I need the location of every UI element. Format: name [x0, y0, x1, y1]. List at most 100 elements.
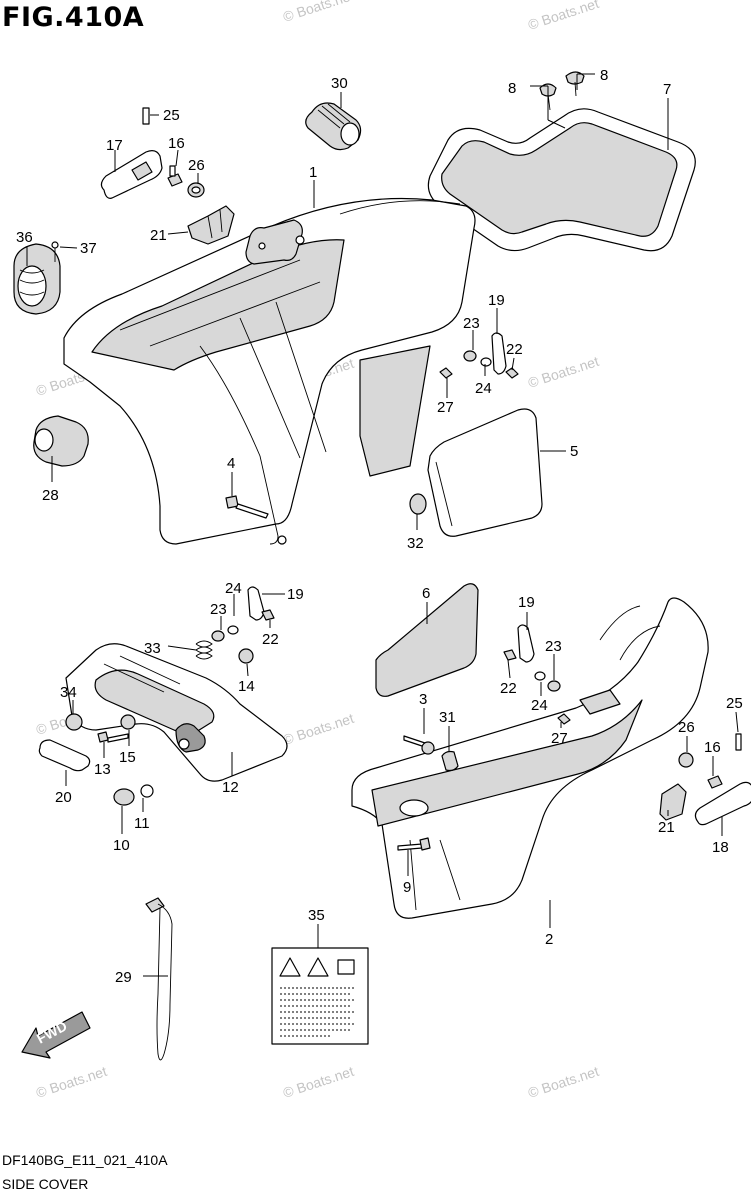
- part-3-31-fasteners: [403, 735, 459, 772]
- upper-latch-hardware: [439, 332, 519, 379]
- callout-19: 19: [518, 594, 535, 611]
- part-29-cable-tie: [145, 897, 173, 1061]
- callout-17: 17: [106, 137, 123, 154]
- callout-25: 25: [726, 695, 743, 712]
- callout-20: 20: [55, 789, 72, 806]
- callout-19: 19: [287, 586, 304, 603]
- part-13-15-fasteners: [97, 714, 136, 743]
- part-36-grommet: [13, 243, 61, 315]
- callout-27: 27: [437, 399, 454, 416]
- leader-lines: [26, 73, 739, 977]
- callout-19: 19: [488, 292, 505, 309]
- callout-36: 36: [16, 229, 33, 246]
- manual-book-icon: [337, 959, 355, 975]
- callout-33: 33: [144, 640, 161, 657]
- callout-7: 7: [663, 81, 671, 98]
- part-8-clips: [539, 71, 585, 111]
- part-17-lever: [100, 150, 163, 199]
- part-35-caution-label: [271, 947, 369, 1045]
- callout-5: 5: [570, 443, 578, 460]
- callout-12: 12: [222, 779, 239, 796]
- callout-30: 30: [331, 75, 348, 92]
- watermark: © Boats.net: [34, 1063, 109, 1101]
- callout-14: 14: [238, 678, 255, 695]
- watermark: © Boats.net: [526, 1063, 601, 1101]
- part-25-screw: [142, 107, 150, 125]
- callout-25: 25: [163, 107, 180, 124]
- watermark: © Boats.net: [281, 1063, 356, 1101]
- part-2-lower-side-cover: [351, 597, 709, 919]
- callout-21: 21: [150, 227, 167, 244]
- callout-15: 15: [119, 749, 136, 766]
- callout-21: 21: [658, 819, 675, 836]
- figure-title: FIG.410A: [2, 2, 145, 33]
- warning-triangle-icon: [279, 957, 301, 977]
- part-26-bushing: [187, 182, 205, 198]
- callout-32: 32: [407, 535, 424, 552]
- callout-28: 28: [42, 487, 59, 504]
- callout-31: 31: [439, 709, 456, 726]
- part-14-grommet: [238, 648, 254, 664]
- watermark: © Boats.net: [281, 0, 356, 25]
- diagram-code: DF140BG_E11_021_410A: [2, 1152, 168, 1168]
- callout-18: 18: [712, 839, 729, 856]
- part-10-11-grommets: [113, 784, 154, 806]
- part-7-seal: [427, 108, 696, 252]
- fwd-direction-arrow: FWD: [21, 1011, 91, 1059]
- callout-4: 4: [227, 455, 235, 472]
- callout-2: 2: [545, 931, 553, 948]
- callout-8: 8: [600, 67, 608, 84]
- part-28-grommet: [33, 415, 89, 467]
- callout-26: 26: [678, 719, 695, 736]
- part-1-upper-side-cover: [63, 197, 476, 545]
- watermark: © Boats.net: [281, 710, 356, 748]
- watermark: © Boats.net: [526, 353, 601, 391]
- part-34-plug: [65, 713, 83, 731]
- callout-22: 22: [506, 341, 523, 358]
- callout-22: 22: [500, 680, 517, 697]
- part-16-bolt: [167, 165, 183, 187]
- part-9-bolt: [397, 837, 431, 851]
- callout-35: 35: [308, 907, 325, 924]
- callout-24: 24: [225, 580, 242, 597]
- upper-left-latch-hardware: [211, 586, 275, 642]
- part-4-bolt: [225, 495, 269, 519]
- part-5-pad: [427, 408, 543, 537]
- callout-23: 23: [545, 638, 562, 655]
- callout-29: 29: [115, 969, 132, 986]
- callout-34: 34: [60, 684, 77, 701]
- part-12-lower-frame: [65, 643, 288, 782]
- part-30-grommet: [305, 102, 362, 151]
- callout-26: 26: [188, 157, 205, 174]
- callout-9: 9: [403, 879, 411, 896]
- callout-13: 13: [94, 761, 111, 778]
- part-21-bracket: [187, 205, 235, 245]
- callout-6: 6: [422, 585, 430, 602]
- callout-23: 23: [463, 315, 480, 332]
- callout-16: 16: [704, 739, 721, 756]
- callout-1: 1: [309, 164, 317, 181]
- part-6-pad: [375, 583, 479, 697]
- part-20-lever: [38, 739, 91, 772]
- right-rear-hardware: [659, 733, 751, 826]
- callout-24: 24: [475, 380, 492, 397]
- right-latch-hardware: [503, 624, 571, 725]
- callout-3: 3: [419, 691, 427, 708]
- callout-8: 8: [508, 80, 516, 97]
- callout-22: 22: [262, 631, 279, 648]
- callout-24: 24: [531, 697, 548, 714]
- callout-16: 16: [168, 135, 185, 152]
- callout-37: 37: [80, 240, 97, 257]
- callout-11: 11: [134, 815, 150, 832]
- warning-triangle-icon: [307, 957, 329, 977]
- diagram-caption: SIDE COVER: [2, 1176, 89, 1192]
- callout-10: 10: [113, 837, 130, 854]
- part-32-plug: [409, 493, 427, 515]
- callout-23: 23: [210, 601, 227, 618]
- part-33-spring: [195, 640, 213, 660]
- callout-27: 27: [551, 730, 568, 747]
- watermark: © Boats.net: [526, 0, 601, 33]
- part-37-screw: [51, 241, 59, 262]
